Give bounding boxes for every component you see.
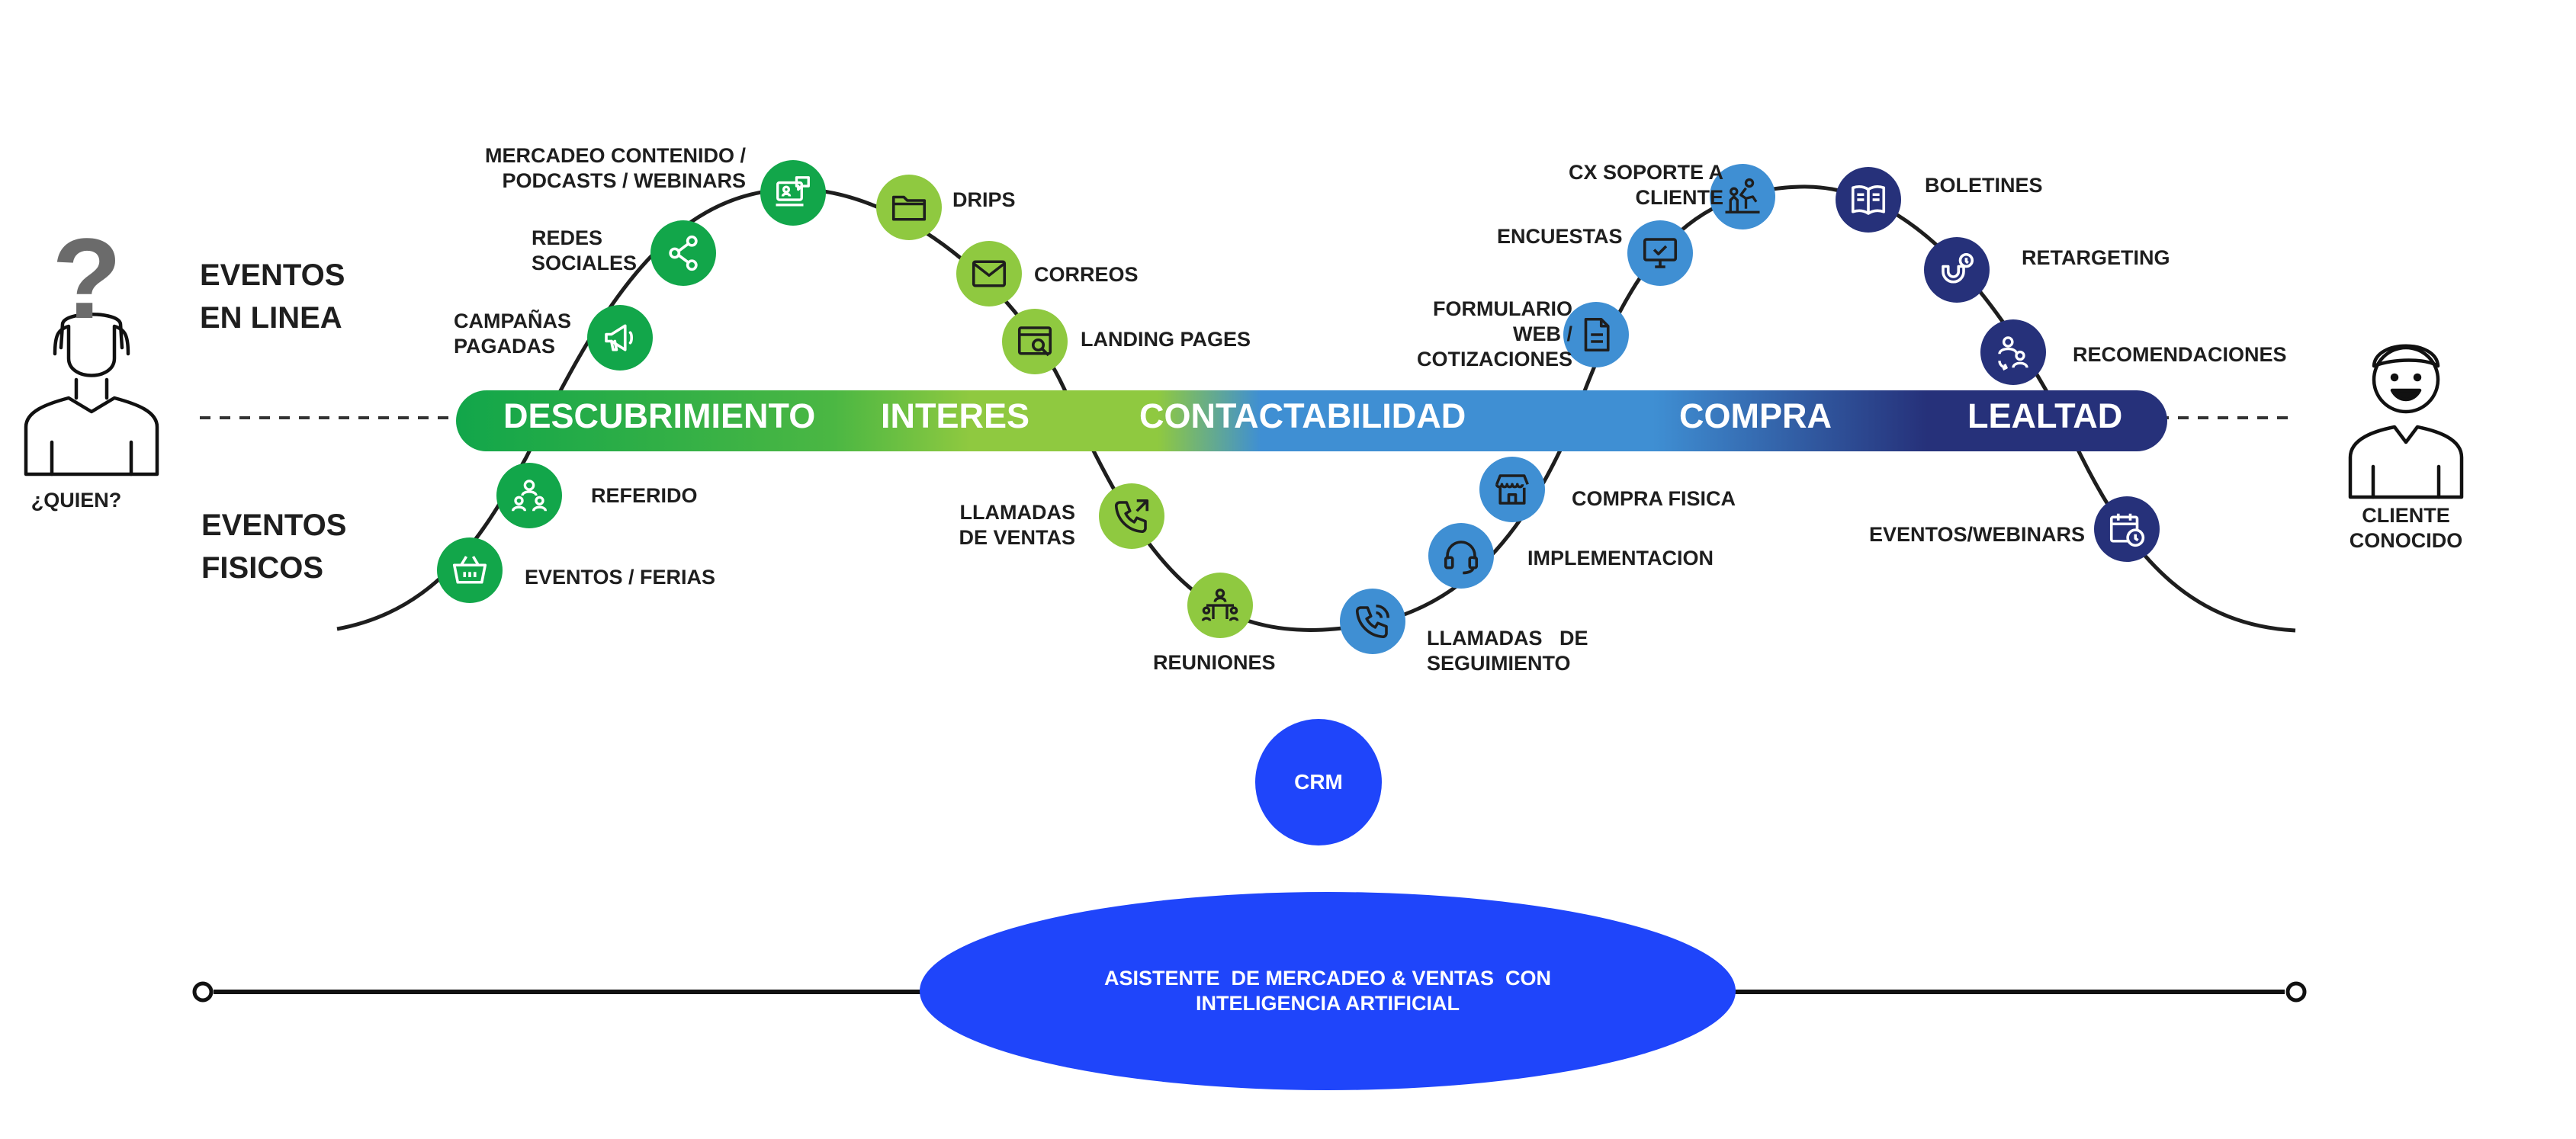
label-events-fairs: EVENTOS / FERIAS [525,565,715,590]
label-cx-support: CX SOPORTE A CLIENTE [1540,160,1723,210]
label-surveys: ENCUESTAS [1497,224,1623,249]
question-mark: ? [52,214,122,342]
folder-icon [876,175,942,240]
label-line: DE VENTAS [959,526,1075,549]
physical-events-line1: EVENTOS [201,509,347,542]
line-end-left [192,981,214,1003]
unknown-person-icon [24,313,159,476]
label-content-marketing: MERCADEO CONTENIDO / PODCASTS / WEBINARS [477,143,746,194]
label-line: PAGADAS [454,335,556,358]
label-paid-campaigns: CAMPAÑAS PAGADAS [454,309,571,359]
label-sales-calls: LLAMADAS DE VENTAS [953,500,1075,550]
label-followup-calls: LLAMADAS DE SEGUIMIENTO [1427,626,1588,676]
crm-label: CRM [1294,770,1343,794]
label-implementation: IMPLEMENTACION [1527,546,1714,571]
megaphone-icon [587,305,653,371]
podcast-screen-icon [760,160,826,226]
stage-discovery: DESCUBRIMIENTO [503,396,816,435]
magnet-icon [1924,237,1990,303]
label-line: PODCASTS / WEBINARS [502,169,746,192]
phone-outgoing-icon [1099,483,1164,549]
online-events-label: EVENTOS EN LINEA [200,254,345,339]
mail-icon [956,241,1022,306]
monitor-check-icon [1627,220,1693,286]
label-line: EVENTOS / FERIAS [525,566,716,589]
physical-events-label: EVENTOS FISICOS [201,504,346,589]
stage-contactability: CONTACTABILIDAD [1139,396,1466,435]
physical-events-line2: FISICOS [201,551,324,585]
label-line: LANDING PAGES [1081,328,1251,351]
label-drips: DRIPS [952,188,1016,213]
label-line: COMPRA FISICA [1572,487,1736,510]
label-line: MERCADEO CONTENIDO / [484,144,746,167]
ai-assistant-ellipse: ASISTENTE DE MERCADEO & VENTAS CON INTEL… [920,892,1736,1090]
document-icon [1563,302,1629,367]
known-person-caption: CLIENTE CONOCIDO [2326,503,2486,553]
label-line: CX SOPORTE A [1568,161,1723,184]
label-referral: REFERIDO [591,483,698,509]
stage-interest: INTERES [881,396,1030,435]
label-line: IMPLEMENTACION [1527,547,1714,570]
label-line: REFERIDO [591,484,698,507]
label-line: ENCUESTAS [1497,225,1623,248]
basket-icon [437,537,503,603]
label-web-form-quotes: FORMULARIO WEB / COTIZACIONES [1392,297,1572,372]
label-events-webinars: EVENTOS/WEBINARS [1869,522,2085,547]
label-emails: CORREOS [1034,262,1139,287]
label-line: DRIPS [952,188,1016,211]
crm-circle: CRM [1255,719,1382,845]
label-social-networks: REDES SOCIALES [532,226,637,276]
browser-search-icon [1002,309,1068,374]
label-line: LLAMADAS DE [1427,627,1588,650]
label-line: SEGUIMIENTO [1427,652,1571,675]
label-retargeting: RETARGETING [2022,245,2170,271]
online-events-line1: EVENTOS [200,258,345,292]
calendar-clock-icon [2094,496,2160,562]
label-line: REDES [532,226,603,249]
assistant-line2: INTELIGENCIA ARTIFICIAL [1196,992,1460,1015]
stage-loyalty: LEALTAD [1967,396,2123,435]
store-icon [1479,457,1545,522]
label-line: FORMULARIO [1433,297,1572,320]
unknown-person-caption: ¿QUIEN? [31,489,122,512]
headset-icon [1428,523,1494,589]
referral-icon [496,463,562,528]
online-events-line2: EN LINEA [200,301,342,335]
known-person-caption-line1: CLIENTE [2362,504,2450,527]
label-line: RETARGETING [2022,246,2170,269]
label-line: COTIZACIONES [1416,348,1572,371]
label-newsletters: BOLETINES [1925,173,2043,198]
stage-purchase: COMPRA [1679,396,1832,435]
label-line: EVENTOS/WEBINARS [1869,523,2086,546]
support-team-icon [1710,164,1775,229]
label-line: CAMPAÑAS [454,310,571,332]
journey-curve [336,184,2296,633]
label-line: RECOMENDACIONES [2073,343,2287,366]
label-landing-pages: LANDING PAGES [1081,327,1251,352]
label-line: REUNIONES [1153,651,1276,674]
label-line: SOCIALES [532,252,638,274]
label-line: WEB / [1513,322,1572,345]
label-recommendations: RECOMENDACIONES [2073,342,2287,367]
label-line: BOLETINES [1925,174,2043,197]
share-icon [650,220,716,286]
label-line: CLIENTE [1635,186,1723,209]
assistant-line1: ASISTENTE DE MERCADEO & VENTAS CON [1103,967,1552,990]
label-line: CORREOS [1034,263,1139,286]
recommend-icon [1980,319,2046,385]
book-icon [1836,167,1901,233]
label-meetings: REUNIONES [1153,650,1276,675]
known-person-icon [2348,344,2464,499]
phone-call-icon [1340,589,1405,654]
label-line: LLAMADAS [959,501,1075,524]
stage-bar [456,390,2167,451]
line-end-right [2285,981,2307,1003]
meeting-icon [1187,573,1253,638]
known-person-caption-line2: CONOCIDO [2349,529,2463,552]
label-physical-purchase: COMPRA FISICA [1572,486,1736,512]
